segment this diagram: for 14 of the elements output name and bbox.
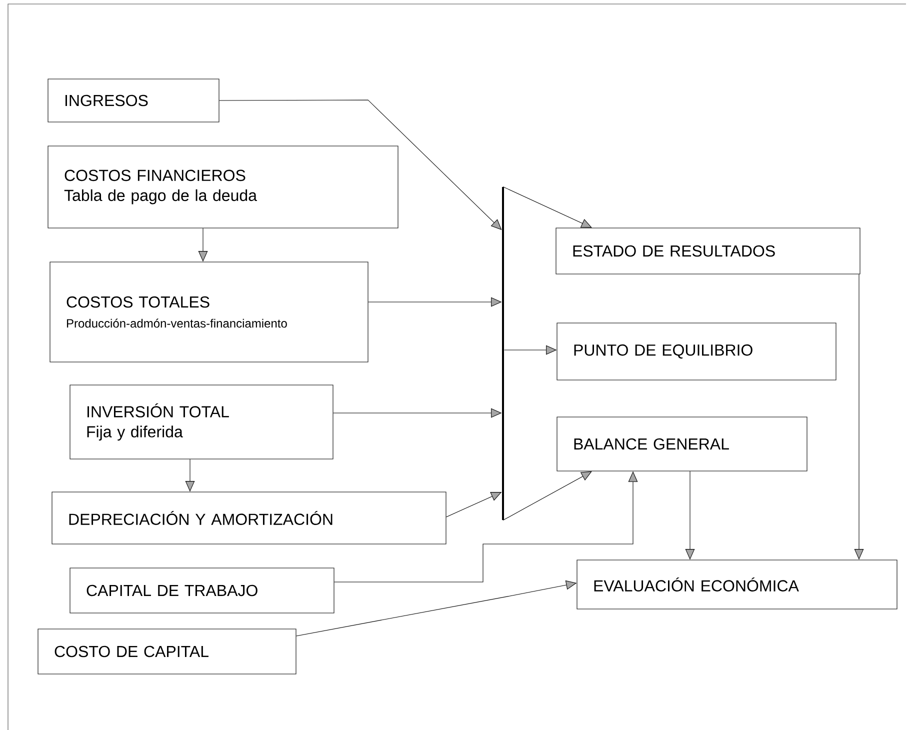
process-box: CAPITAL DE TRABAJO	[70, 568, 334, 614]
process-box: INVERSIÓN TOTAL Fija y diferida	[70, 384, 334, 460]
process-box: PUNTO DE EQUILIBRIO	[556, 322, 836, 380]
arrow	[219, 100, 502, 230]
process-box: DEPRECIACIÓN Y AMORTIZACIÓN	[52, 492, 446, 544]
arrow	[502, 471, 592, 521]
process-box: INGRESOS	[48, 78, 220, 122]
process-box: COSTOS FINANCIEROS Tabla de pago de la deuda	[48, 146, 398, 228]
process-box: COSTO DE CAPITAL	[38, 628, 296, 674]
process-box: ESTADO DE RESULTADOS	[556, 228, 860, 274]
arrow	[502, 186, 592, 228]
process-box: EVALUACIÓN ECONÓMICA	[576, 560, 898, 610]
process-box: BALANCE GENERAL	[556, 416, 808, 472]
process-box: COSTOS TOTALES Producción-admón-ventas-financiamiento	[50, 262, 368, 362]
